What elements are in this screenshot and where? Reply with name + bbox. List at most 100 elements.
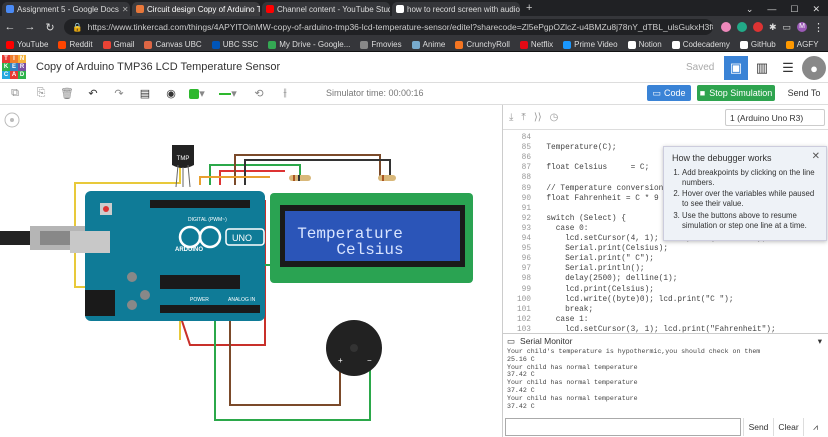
line-number[interactable]: 94	[521, 235, 531, 243]
reload-icon[interactable]: ↻	[45, 21, 55, 34]
bookmark-item[interactable]: Fmovies	[360, 40, 402, 49]
rotate-icon[interactable]: ⟲	[254, 88, 264, 100]
download-icon[interactable]: ⤓	[509, 111, 514, 123]
step-icon[interactable]: ⟩⟩	[533, 111, 542, 123]
close-icon[interactable]: ✕	[811, 151, 820, 162]
bookmark-item[interactable]: Codecademy	[671, 40, 730, 49]
bookmark-item[interactable]: GitHub	[739, 40, 776, 49]
bookmark-item[interactable]: Prime Video	[563, 40, 618, 49]
send-to-button[interactable]: Send To	[787, 88, 821, 98]
line-number[interactable]: 92	[521, 214, 531, 223]
extension-icon[interactable]	[752, 22, 763, 32]
bookmark-item[interactable]: AGFY	[785, 40, 819, 49]
serial-send-button[interactable]: Send	[743, 418, 773, 436]
upload-icon[interactable]: ⤒	[521, 111, 526, 123]
bookmark-item[interactable]: YouTube	[6, 40, 48, 49]
chevron-down-icon[interactable]: ▾	[817, 335, 822, 346]
bookmark-item[interactable]: My Drive - Google...	[268, 40, 350, 49]
browser-tab-active[interactable]: Circuit design Copy of Arduino T…✕	[132, 2, 260, 16]
paste-icon[interactable]: ⎘	[36, 87, 46, 99]
new-tab-button[interactable]: +	[526, 2, 533, 14]
bookmark-item[interactable]: CrunchyRoll	[455, 40, 510, 49]
color-picker[interactable]: ▾	[186, 85, 208, 103]
line-number[interactable]: 90	[521, 194, 531, 203]
bookmark-item[interactable]: Notion	[627, 40, 662, 49]
extension-icon[interactable]	[736, 22, 747, 32]
list-view-icon[interactable]: ☰	[782, 60, 794, 75]
delete-icon[interactable]: 🗑	[60, 88, 74, 100]
line-number[interactable]: 103	[516, 325, 531, 333]
line-number[interactable]: 91	[521, 204, 531, 213]
line-number[interactable]: 101	[516, 305, 531, 314]
close-tab-icon[interactable]: ✕	[121, 4, 129, 14]
note-visibility-icon[interactable]: ◉	[166, 88, 176, 100]
tmp36-sensor[interactable]: TMP	[172, 145, 194, 188]
browser-tab[interactable]: Channel content - YouTube Studio✕	[262, 2, 390, 16]
serial-line: Your child has normal temperature	[507, 379, 638, 387]
bookmark-item[interactable]: Gmail	[102, 40, 134, 49]
zoom-fit-icon[interactable]	[4, 112, 20, 128]
line-number[interactable]: 88	[521, 174, 531, 183]
bookmark-item[interactable]: Reddit	[58, 40, 93, 49]
board-select[interactable]: 1 (Arduino Uno R3)	[725, 109, 825, 126]
avatar[interactable]: ●	[802, 56, 826, 80]
serial-clear-button[interactable]: Clear	[773, 418, 803, 436]
bookmark-item[interactable]: Canvas UBC	[144, 40, 202, 49]
code-button[interactable]: ▭Code	[647, 85, 691, 101]
line-number[interactable]: 99	[521, 285, 531, 294]
line-number[interactable]: 85	[521, 144, 531, 153]
forward-icon[interactable]: →	[24, 21, 36, 33]
copy-icon[interactable]: ⧉	[11, 87, 19, 99]
resistor[interactable]	[289, 175, 311, 181]
sidebar-icon[interactable]: ▭	[782, 21, 791, 32]
maximize-icon[interactable]: ☐	[790, 3, 799, 14]
puzzle-icon[interactable]: ✱	[768, 21, 777, 32]
design-title[interactable]: Copy of Arduino TMP36 LCD Temperature Se…	[36, 61, 281, 73]
minimize-icon[interactable]: —	[767, 4, 777, 14]
notes-icon[interactable]: ▤	[139, 88, 151, 100]
line-number[interactable]: 96	[521, 255, 531, 264]
line-number[interactable]: 98	[521, 275, 531, 284]
browser-tab[interactable]: how to record screen with audio✕	[392, 2, 520, 16]
line-number[interactable]: 95	[521, 245, 531, 254]
line-number[interactable]: 89	[521, 184, 531, 193]
back-icon[interactable]: ←	[4, 21, 16, 33]
close-window-icon[interactable]: ✕	[812, 3, 820, 14]
chevron-down-icon[interactable]: ⌄	[745, 3, 754, 14]
lcd-display[interactable]: Temperature Celsius	[270, 193, 473, 283]
bookmark-icon	[360, 40, 369, 49]
browser-tab[interactable]: Assignment 5 - Google Docs✕	[2, 2, 130, 16]
stop-simulation-button[interactable]: ■Stop Simulation	[697, 85, 775, 101]
flip-icon[interactable]: ⫲	[283, 87, 287, 99]
line-number[interactable]: 93	[521, 224, 531, 233]
code-line: switch (Select) {	[537, 214, 626, 223]
bookmark-item[interactable]: UBC SSC	[211, 40, 258, 49]
graph-icon[interactable]: ⩘	[803, 418, 827, 436]
circuit-canvas[interactable]: TMP DIGITAL (PWM~) ARDUINO UNO POWER ANA…	[0, 105, 502, 437]
bookmark-item[interactable]: Anime	[411, 40, 445, 49]
circuit-view-icon[interactable]: ▣	[724, 56, 748, 80]
undo-icon[interactable]: ↶	[88, 88, 98, 100]
arduino-uno-board[interactable]: DIGITAL (PWM~) ARDUINO UNO POWER ANALOG …	[70, 191, 265, 321]
line-number[interactable]: 97	[521, 265, 531, 274]
avatar[interactable]: M	[797, 22, 807, 32]
line-number[interactable]: 87	[521, 164, 531, 173]
piezo-buzzer[interactable]: + −	[326, 320, 382, 376]
bookmark-item[interactable]: Netflix	[519, 40, 553, 49]
redo-icon[interactable]: ↷	[114, 88, 124, 100]
line-number[interactable]: 86	[521, 154, 531, 163]
extension-icon[interactable]	[720, 22, 731, 32]
components-icon[interactable]: ▥	[755, 60, 769, 75]
debug-icon[interactable]: ◷	[549, 111, 559, 123]
line-number[interactable]: 100	[516, 295, 531, 304]
resistor[interactable]	[378, 175, 396, 181]
line-number[interactable]: 84	[521, 134, 531, 142]
url-field[interactable]: 🔒https://www.tinkercad.com/things/4APYlT…	[64, 19, 713, 35]
wire-type-picker[interactable]: ▾	[212, 85, 244, 103]
serial-input[interactable]	[505, 418, 741, 436]
serial-monitor-header[interactable]: ▭Serial Monitor▾	[503, 334, 828, 348]
menu-icon[interactable]: ⋮	[813, 21, 824, 34]
line-number[interactable]: 102	[516, 315, 531, 324]
bookmark-icon	[455, 40, 464, 49]
